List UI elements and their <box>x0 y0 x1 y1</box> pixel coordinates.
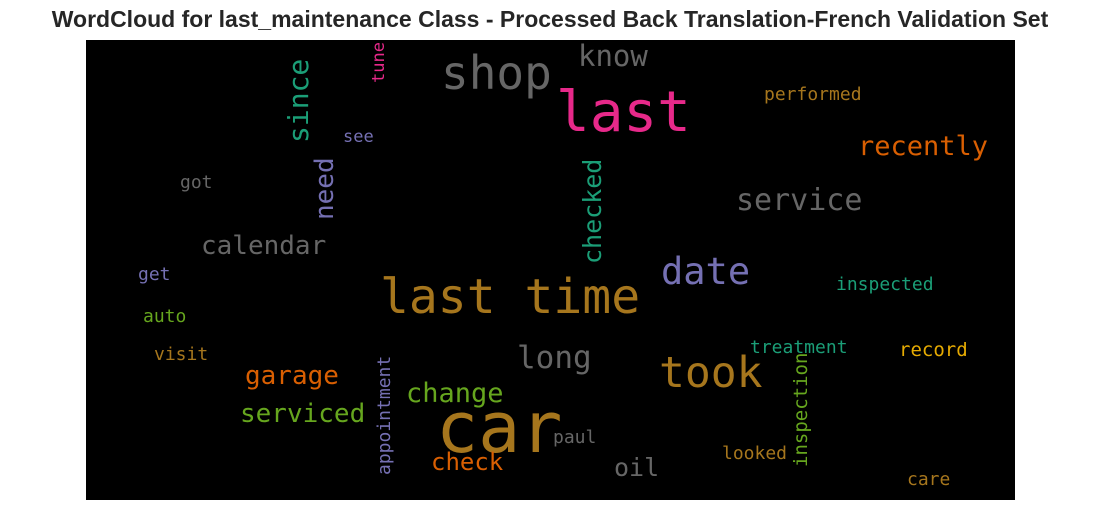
word-auto: auto <box>143 306 187 327</box>
word-get: get <box>138 264 171 285</box>
word-calendar: calendar <box>201 231 327 261</box>
word-long: long <box>517 340 592 376</box>
word-visit: visit <box>154 344 209 365</box>
word-looked: looked <box>722 443 788 464</box>
word-garage: garage <box>245 361 339 391</box>
word-paul: paul <box>553 427 597 448</box>
word-inspection: inspection <box>790 352 812 467</box>
word-record: record <box>899 339 968 361</box>
word-know: know <box>578 40 648 73</box>
word-need: need <box>310 157 340 220</box>
word-last: last <box>556 80 691 145</box>
word-treatment: treatment <box>750 337 848 358</box>
word-check: check <box>431 448 504 476</box>
word-last-time: last time <box>380 269 641 325</box>
word-car: car <box>436 387 563 469</box>
word-see: see <box>343 127 374 147</box>
word-took: took <box>659 348 763 398</box>
word-recently: recently <box>858 131 989 162</box>
word-change: change <box>406 378 504 409</box>
word-appointment: appointment <box>374 355 395 475</box>
word-inspected: inspected <box>836 274 934 295</box>
word-date: date <box>661 250 751 293</box>
word-shop: shop <box>441 46 552 100</box>
word-care: care <box>907 469 951 490</box>
word-checked: checked <box>578 158 607 264</box>
chart-title: WordCloud for last_maintenance Class - P… <box>51 6 1049 32</box>
word-performed: performed <box>764 84 862 105</box>
word-tune: tune <box>369 42 389 83</box>
wordcloud-canvas: shop know last performed tune since see … <box>86 40 1015 500</box>
word-since: since <box>282 58 315 143</box>
word-serviced: serviced <box>240 399 366 429</box>
word-oil: oil <box>614 453 660 482</box>
word-service: service <box>736 183 863 218</box>
word-got: got <box>180 172 213 193</box>
